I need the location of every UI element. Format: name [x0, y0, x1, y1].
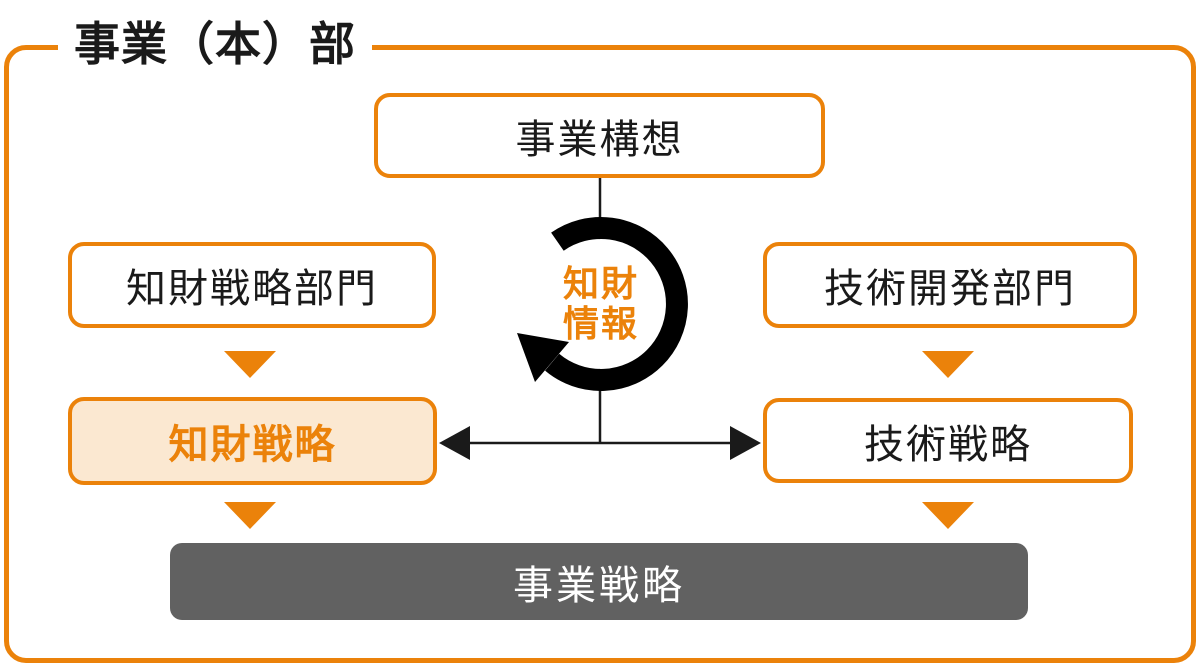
box-business-concept: 事業構想	[374, 93, 825, 178]
down-triangle-icon	[922, 351, 974, 378]
cycle-arrowhead-icon	[517, 333, 569, 382]
box-tech-dev-dept: 技術開発部門	[763, 242, 1137, 328]
division-frame	[4, 45, 1196, 663]
cycle-label-line1: 知財	[562, 263, 639, 304]
box-tech-strategy: 技術戦略	[763, 398, 1133, 483]
box-business-strategy: 事業戦略	[170, 543, 1028, 620]
down-triangle-icon	[922, 502, 974, 529]
down-triangle-icon	[224, 351, 276, 378]
box-ip-strategy: 知財戦略	[68, 397, 437, 485]
cycle-label-line2: 情報	[562, 303, 639, 344]
arrow-right-head-icon	[730, 426, 761, 460]
box-ip-strategy-dept: 知財戦略部門	[68, 242, 436, 328]
frame-title: 事業（本）部	[58, 14, 372, 74]
cycle-arrow-icon	[545, 217, 688, 391]
cycle-label: 知財 情報	[521, 234, 681, 374]
down-triangle-icon	[224, 502, 276, 529]
arrow-left-head-icon	[439, 426, 470, 460]
cycle-inner-disc	[536, 239, 666, 369]
